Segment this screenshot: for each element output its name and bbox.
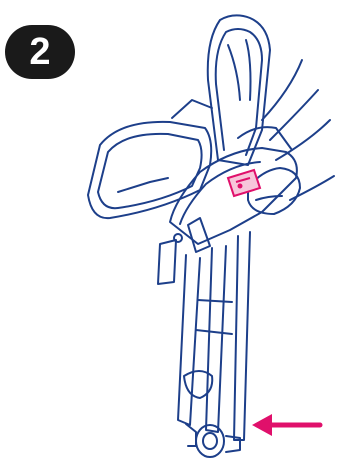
left-arrow-icon bbox=[252, 414, 320, 436]
seat-back bbox=[208, 15, 270, 165]
chair-legs bbox=[158, 232, 250, 440]
release-button-icon bbox=[228, 170, 260, 196]
chair-wheels bbox=[186, 424, 240, 457]
